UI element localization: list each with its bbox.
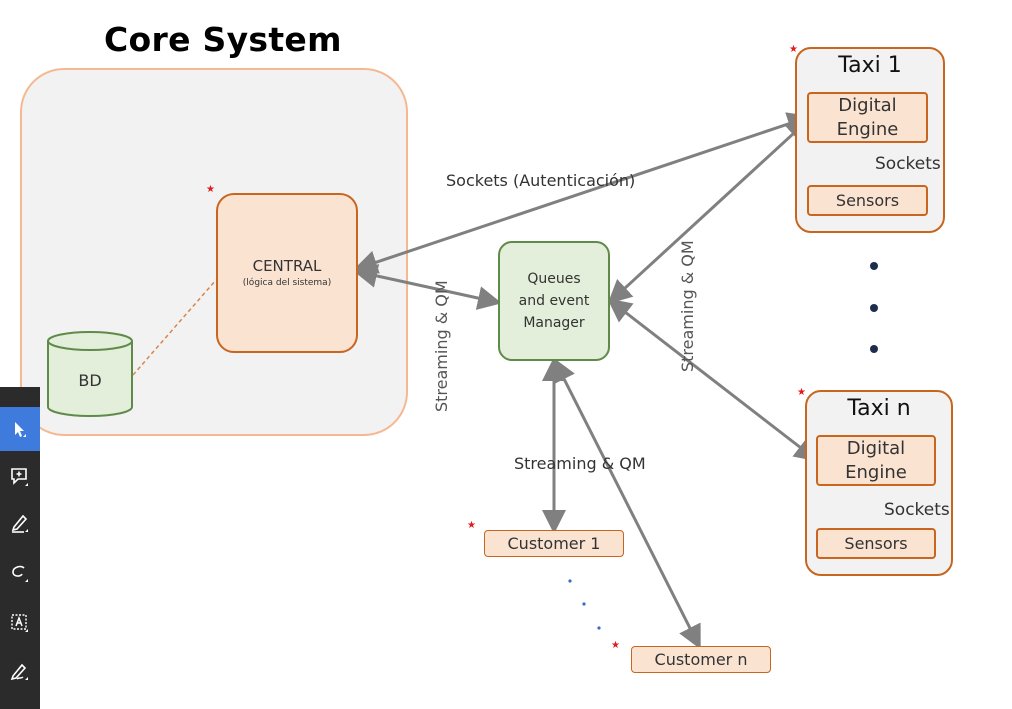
queue-manager-node: Queues and event Manager [498, 241, 610, 361]
highlight-tool-button[interactable] [0, 501, 40, 545]
annotation-toolbar [0, 387, 40, 709]
customer-ellipsis-dot [597, 626, 601, 630]
db-central-link [132, 279, 217, 376]
taxi-1-sockets-label: Sockets [875, 154, 941, 174]
star-marker-icon: ★ [611, 640, 620, 651]
central-queue-edge-label: Streaming & QM [432, 280, 451, 412]
database-icon [47, 331, 133, 417]
lasso-tool-button[interactable] [0, 551, 40, 595]
database-label: BD [78, 371, 102, 390]
pointer-icon [15, 422, 26, 437]
diagram-title: Core System [104, 20, 342, 59]
pointer-tool-button[interactable] [0, 407, 40, 451]
customer-1-node: Customer 1 [484, 530, 624, 557]
queue-manager-label: Queues and event Manager [518, 271, 590, 331]
taxi-n-digital-engine: Digital Engine [816, 435, 936, 486]
taxi-n-sensors: Sensors [816, 528, 936, 559]
lasso-icon [12, 565, 28, 582]
customer-ellipsis-dot [568, 579, 572, 583]
star-marker-icon: ★ [797, 387, 806, 398]
text-box-tool-button[interactable] [0, 601, 40, 645]
customer-n-node: Customer n [631, 646, 771, 673]
taxi-ellipsis-dot [870, 304, 878, 312]
star-marker-icon: ★ [467, 520, 476, 531]
taxi-n-sockets-label: Sockets [884, 500, 950, 520]
customer-queue-edge-label: Streaming & QM [514, 454, 646, 473]
central-subtitle: (lógica del sistema) [242, 278, 332, 288]
central-label: CENTRAL [252, 257, 322, 275]
queue-customern-arrow [553, 357, 701, 650]
customer-ellipsis-dot [582, 602, 586, 606]
taxi-queue-edge-label: Streaming & QM [678, 240, 697, 372]
star-marker-icon: ★ [206, 184, 215, 195]
add-comment-tool-button[interactable] [0, 455, 40, 499]
text-box-icon [11, 614, 28, 632]
taxi-n-title: Taxi n [847, 396, 911, 421]
taxi-1-sensors: Sensors [807, 185, 928, 216]
draw-tool-button[interactable] [0, 649, 40, 693]
taxi-1-title: Taxi 1 [838, 53, 902, 78]
draw-icon [10, 663, 28, 681]
central-queue-arrow [353, 264, 502, 310]
queue-taxin-arrow [607, 298, 819, 462]
add-comment-icon [11, 468, 28, 486]
taxi-ellipsis-dot [870, 262, 878, 270]
star-marker-icon: ★ [789, 44, 798, 55]
auth-edge-label: Sockets (Autenticación) [446, 171, 636, 190]
taxi-ellipsis-dot [870, 345, 878, 353]
taxi-1-digital-engine: Digital Engine [807, 92, 928, 143]
queue-taxi1-arrow [607, 117, 811, 305]
highlight-icon [11, 514, 28, 533]
central-node: CENTRAL (lógica del sistema) [216, 193, 358, 353]
